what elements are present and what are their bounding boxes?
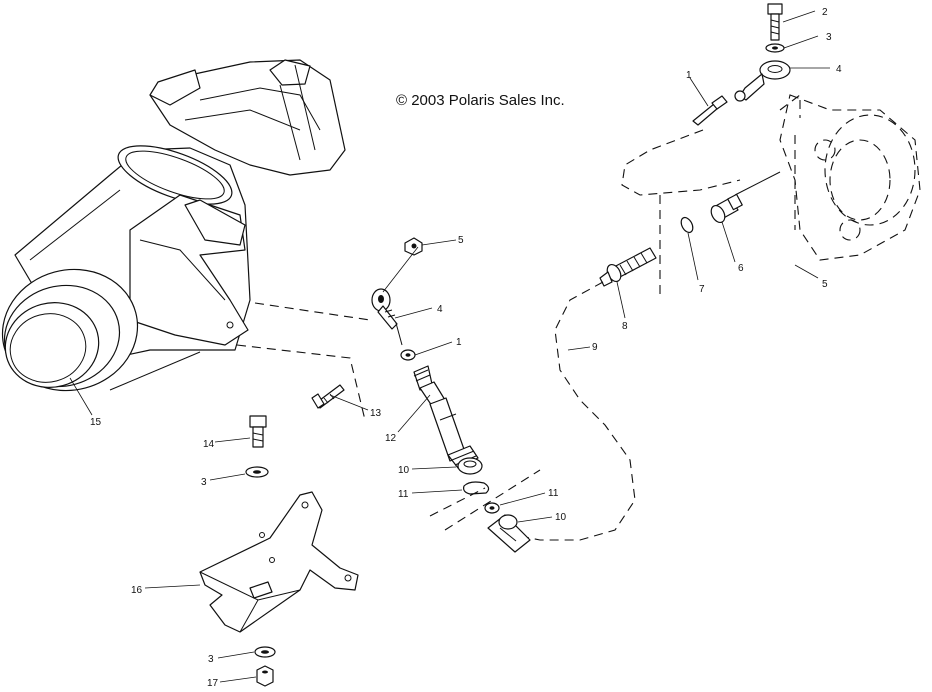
callout-4: 4: [836, 64, 842, 75]
bottom-hardware-group: [254, 646, 276, 687]
callout-2: 2: [822, 7, 828, 18]
callout-9: 9: [592, 342, 598, 353]
upper-rod-end-group: [692, 3, 791, 126]
gearcase-outline: [621, 93, 921, 300]
callout-11: 11: [398, 489, 409, 500]
callout-6: 6: [738, 263, 744, 274]
callout-5: 5: [822, 279, 828, 290]
callout-3: 3: [208, 654, 214, 665]
callout-3: 3: [826, 32, 832, 43]
callout-3: 3: [201, 477, 207, 488]
callout-5: 5: [458, 235, 464, 246]
callout-15: 15: [90, 417, 102, 428]
cable-adjuster-group: [599, 171, 781, 287]
callout-11: 11: [548, 488, 559, 499]
mounting-bracket: [199, 491, 359, 633]
callout-14: 14: [203, 439, 215, 450]
callout-13: 13: [370, 408, 382, 419]
shift-cable: [519, 281, 636, 541]
callout-16: 16: [131, 585, 143, 596]
callout-4: 4: [437, 304, 443, 315]
callout-8: 8: [622, 321, 628, 332]
tube-housing: [1, 59, 346, 392]
callout-10: 10: [555, 512, 567, 523]
callout-labels: 2 3 4 1 5 4 1 6 7 5 8 9 13 12 15 14 3 10…: [90, 7, 842, 689]
callout-12: 12: [385, 433, 397, 444]
shift-linkage-group: [236, 237, 541, 531]
callout-7: 7: [699, 284, 705, 295]
callout-17: 17: [207, 678, 219, 687]
callout-10: 10: [398, 465, 410, 476]
callout-1: 1: [686, 70, 692, 81]
left-hardware-group: [245, 415, 269, 478]
callout-1: 1: [456, 337, 462, 348]
leader-lines: [69, 10, 830, 683]
copyright-notice: © 2003 Polaris Sales Inc.: [396, 92, 565, 109]
lower-cable-end-group: [484, 502, 531, 553]
